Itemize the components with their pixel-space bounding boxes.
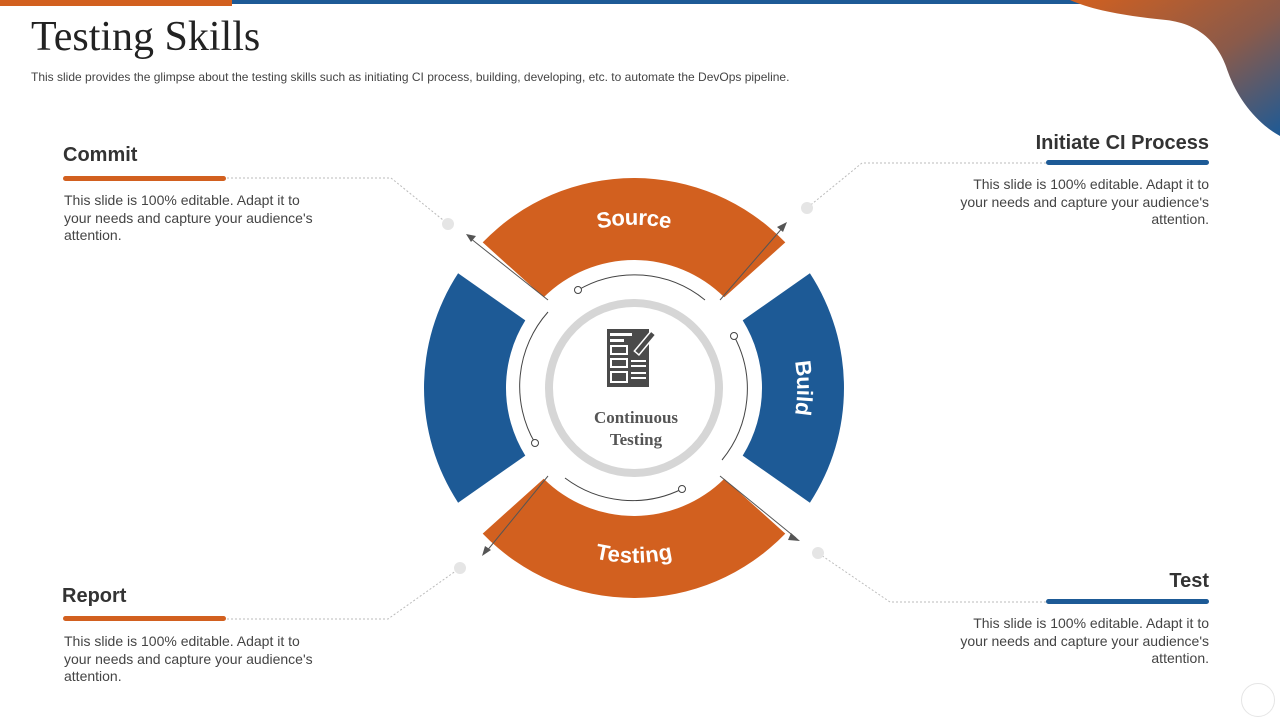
corner-decoration [1070,0,1280,136]
slide-nav-button[interactable] [1241,683,1275,717]
segment-label-development: Development [117,315,155,461]
segment-label-source: Source [594,205,673,234]
top-accent-bar-orange [0,0,232,6]
callout-bar-initiate [1046,160,1209,165]
arrow-build-testing [719,475,800,541]
center-label-line2: Testing [610,430,663,449]
inner-arc-bottom [564,477,683,502]
segment-label-build: Build [790,359,817,417]
inner-arc-dot [574,286,582,294]
connector-initiate [806,162,1046,209]
connector-dot-initiate [801,202,813,214]
inner-arc-dot [678,485,686,493]
inner-arc-dot [730,332,738,340]
top-accent-bar-blue [232,0,1280,4]
connector-commit [227,177,449,225]
inner-arc-top [577,274,706,301]
segment-build[interactable] [742,273,844,503]
connector-dot-report [454,562,466,574]
connector-test [817,552,1046,603]
arrow-source-build [719,222,787,301]
segment-source[interactable] [482,178,786,298]
document-edit-icon [607,329,657,387]
inner-arc-left [519,311,549,444]
callout-text-initiate: This slide is 100% editable. Adapt it to… [960,176,1209,227]
slide-title: Testing Skills [31,14,261,60]
segment-testing[interactable] [482,478,786,598]
callout-text-report: This slide is 100% editable. Adapt it to… [64,633,313,684]
inner-arc-right [721,335,748,461]
center-ring [545,299,723,477]
callout-bar-commit [63,176,226,181]
callout-text-test: This slide is 100% editable. Adapt it to… [960,615,1209,666]
connector-dot-commit [442,218,454,230]
callout-bar-test [1046,599,1209,604]
callout-heading-report: Report [62,585,127,607]
callout-text-commit: This slide is 100% editable. Adapt it to… [64,192,313,243]
callout-heading-commit: Commit [63,144,138,166]
callout-bar-report [63,616,226,621]
arrow-testing-development [482,475,549,556]
callout-heading-initiate: Initiate CI Process [1035,132,1209,154]
segment-label-testing: Testing [594,539,674,568]
arrow-development-source [466,234,549,301]
connector-report [227,567,461,620]
segment-development[interactable] [424,273,526,503]
slide-subtitle: This slide provides the glimpse about th… [31,70,790,84]
connector-dot-test [812,547,824,559]
callout-heading-test: Test [1169,570,1209,592]
inner-arc-dot [531,439,539,447]
center-label-line1: Continuous [594,408,678,427]
